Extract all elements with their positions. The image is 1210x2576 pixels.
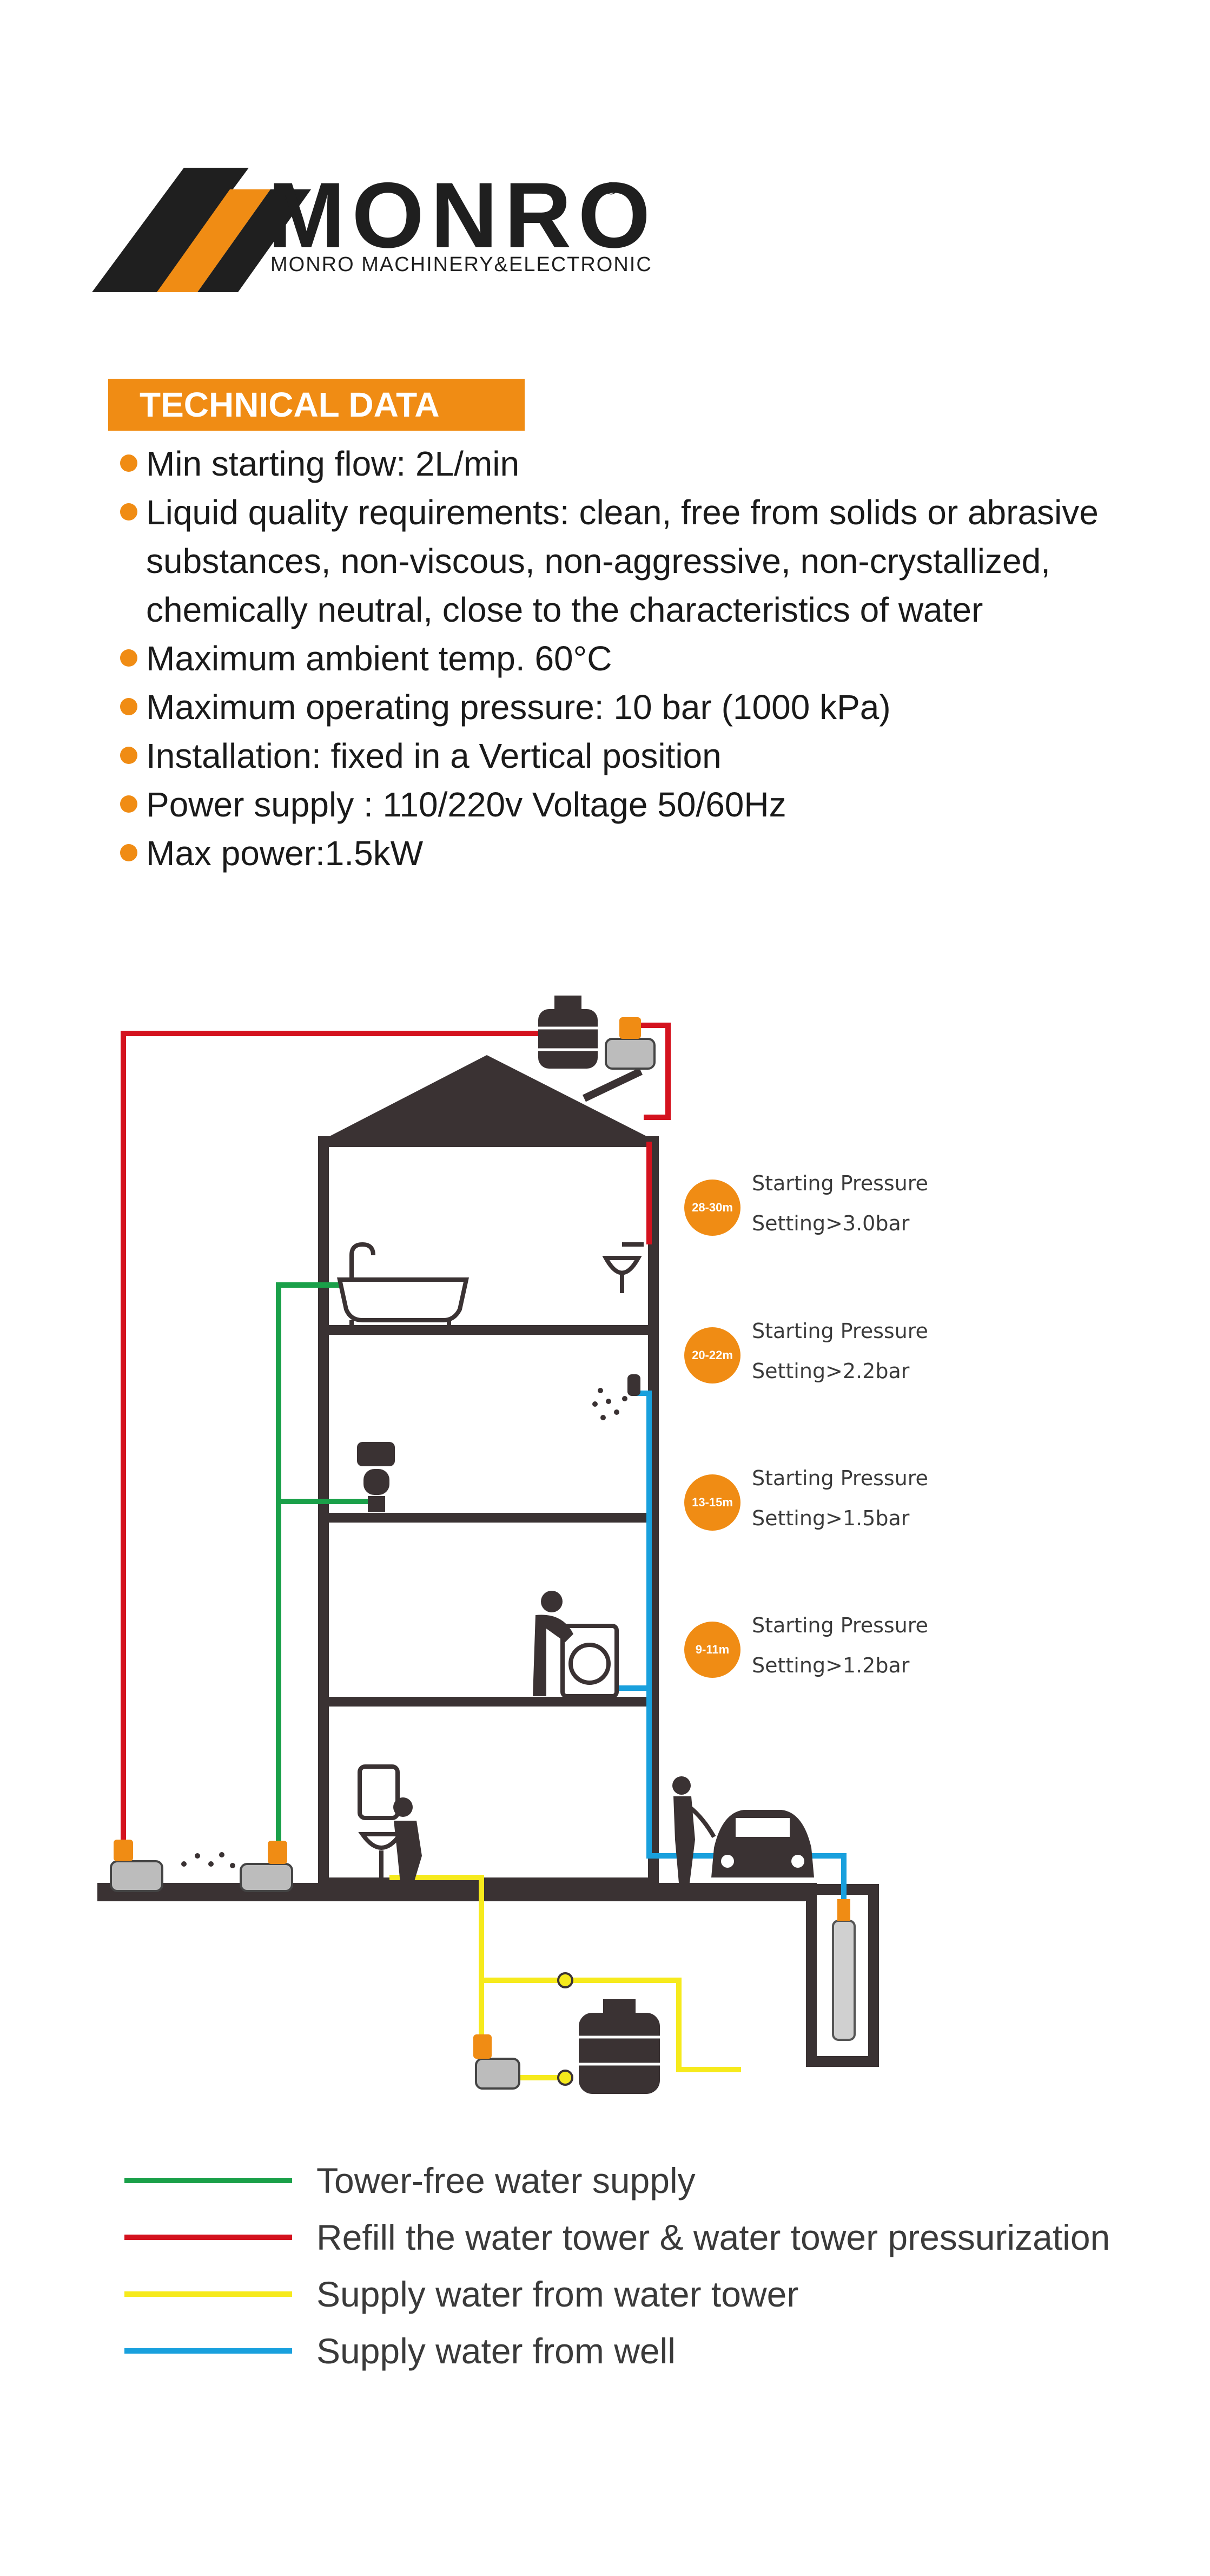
ground-pump-middle-icon [240, 1841, 293, 1892]
tech-item-text: Maximum ambient temp. 60°C [146, 639, 612, 678]
person-washing-icon [393, 1797, 422, 1883]
bullet-icon [120, 698, 137, 715]
legend-label: Supply water from water tower [316, 2274, 799, 2314]
sprinkler-icon [181, 1852, 235, 1868]
pressure-label: Starting Pressure [752, 1319, 928, 1343]
sink-icon [602, 1242, 644, 1293]
pressure-value: Setting>3.0bar [752, 1211, 910, 1235]
roof-bracket [582, 1068, 643, 1102]
pressure-label: Starting Pressure [752, 1613, 928, 1637]
brand-name: MONRO [268, 163, 657, 267]
registered-mark: ® [605, 179, 618, 198]
red-pipe [121, 1023, 671, 1850]
logo-stripes-icon [92, 168, 311, 292]
legend-label: Tower-free water supply [316, 2160, 696, 2201]
height-badge: 13-15m [684, 1474, 740, 1531]
underground-pump-icon [473, 2034, 520, 2090]
building-outline [318, 1136, 659, 1888]
tech-item-text: Max power:1.5kW [146, 834, 424, 873]
submersible-pump-icon [832, 1899, 856, 2041]
car-icon [711, 1810, 814, 1877]
pressure-label: Starting Pressure [752, 1466, 928, 1490]
legend-line-red [124, 2235, 292, 2240]
roof-water-tank-icon [538, 996, 598, 1069]
bullet-icon [120, 795, 137, 813]
tech-item: Installation: fixed in a Vertical positi… [120, 732, 1148, 780]
bullet-icon [120, 844, 137, 861]
bathtub-icon [337, 1242, 469, 1330]
roof [319, 1055, 657, 1142]
monro-logo [92, 168, 311, 292]
tech-item: Max power:1.5kW [120, 829, 1148, 878]
water-heater-icon [358, 1764, 400, 1820]
tech-item-text: Power supply : 110/220v Voltage 50/60Hz [146, 785, 786, 824]
tech-item: Liquid quality requirements: clean, free… [120, 488, 1148, 634]
bullet-icon [120, 454, 137, 472]
tech-item: Power supply : 110/220v Voltage 50/60Hz [120, 780, 1148, 829]
bullet-icon [120, 649, 137, 667]
building [318, 1055, 659, 1888]
person-car-wash-icon [672, 1776, 716, 1883]
tech-item-text: Installation: fixed in a Vertical positi… [146, 736, 722, 775]
legend-line-green [124, 2178, 292, 2183]
bullet-icon [120, 503, 137, 521]
washing-machine-icon [560, 1624, 619, 1698]
legend-line-blue [124, 2348, 292, 2354]
height-badge: 20-22m [684, 1327, 740, 1383]
roof-pump-icon [605, 1017, 656, 1070]
tech-item: Maximum ambient temp. 60°C [120, 634, 1148, 683]
tech-item-text: Min starting flow: 2L/min [146, 444, 520, 483]
height-badge: 28-30m [684, 1180, 740, 1236]
technical-data-list: Min starting flow: 2L/min Liquid quality… [120, 439, 1148, 878]
pressure-label: Starting Pressure [752, 1171, 928, 1195]
height-badge: 9-11m [684, 1622, 740, 1678]
bullet-icon [120, 747, 137, 764]
ground-pump-left-icon [110, 1840, 163, 1892]
tech-item-text: Maximum operating pressure: 10 bar (1000… [146, 688, 891, 727]
toilet-icon [357, 1442, 395, 1512]
legend-label: Supply water from well [316, 2331, 676, 2371]
brand-subtitle: MONRO MACHINERY&ELECTRONIC [270, 253, 652, 276]
water-supply-diagram [97, 996, 879, 2094]
legend-line-yellow [124, 2291, 292, 2297]
shower-icon [592, 1374, 640, 1420]
tech-item: Min starting flow: 2L/min [120, 439, 1148, 488]
valve-icon [557, 1972, 573, 2086]
green-pipe [276, 1282, 373, 1850]
tech-item-text: Liquid quality requirements: clean, free… [146, 493, 1099, 629]
pressure-value: Setting>2.2bar [752, 1359, 910, 1383]
pressure-value: Setting>1.2bar [752, 1653, 910, 1677]
pressure-value: Setting>1.5bar [752, 1506, 910, 1530]
legend-label: Refill the water tower & water tower pre… [316, 2217, 1110, 2257]
well [806, 1883, 879, 2067]
technical-data-heading: TECHNICAL DATA [108, 379, 525, 431]
person-icon [533, 1591, 573, 1696]
underground-water-tank-icon [579, 1999, 660, 2094]
tech-item: Maximum operating pressure: 10 bar (1000… [120, 683, 1148, 732]
